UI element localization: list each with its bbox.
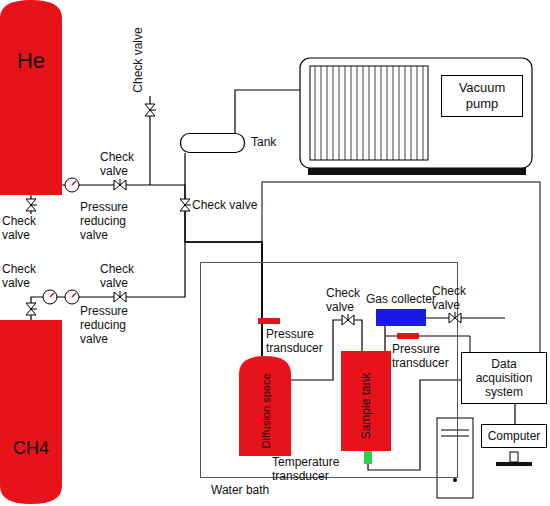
pressure-gauge bbox=[65, 290, 79, 304]
pressure-gauge bbox=[43, 290, 57, 304]
part-label: Check valve bbox=[2, 214, 44, 242]
gas-cylinder-shape bbox=[0, 0, 62, 195]
pump-label: Vacuum pump bbox=[441, 75, 523, 117]
pump-fins bbox=[310, 66, 428, 160]
check-valve bbox=[114, 291, 126, 302]
vacuum-pump: Vacuum pump bbox=[300, 55, 535, 170]
part-label: Check valve bbox=[100, 262, 142, 290]
computer-tower bbox=[437, 418, 473, 498]
part-label: Check valve bbox=[131, 20, 145, 100]
pipe-connector bbox=[235, 90, 300, 133]
tower-slot bbox=[441, 430, 469, 431]
cylinder-label: CH4 bbox=[13, 438, 49, 459]
pipe-connector bbox=[185, 153, 262, 356]
gas-collector-outline bbox=[376, 309, 426, 326]
part-label: Check valve bbox=[326, 286, 366, 314]
gas-cylinder-shape bbox=[0, 320, 62, 504]
process-box: Data acquisition system bbox=[461, 352, 547, 404]
box-label: Data acquisition system bbox=[465, 357, 543, 399]
pipe-connector bbox=[62, 185, 262, 356]
pressure-transducer bbox=[397, 333, 419, 339]
check-valve bbox=[180, 199, 191, 211]
gas-collector: Gas collecter bbox=[376, 309, 426, 326]
gas-collector-shape bbox=[376, 309, 426, 326]
tower-slot bbox=[441, 436, 469, 437]
check-valve bbox=[26, 199, 37, 211]
diffusion-vessel-shape bbox=[239, 356, 291, 456]
process-box: Computer bbox=[481, 424, 547, 448]
buffer-tank: Tank bbox=[180, 133, 245, 153]
buffer-tank-shape bbox=[181, 134, 245, 153]
part-label: Check valve bbox=[432, 284, 474, 312]
pipe-connector bbox=[31, 242, 262, 356]
pump-base bbox=[308, 168, 526, 175]
part-label: Pressure transducer bbox=[392, 342, 454, 370]
signal-wire bbox=[262, 182, 540, 352]
sensor-stub bbox=[385, 336, 397, 337]
monitor-base bbox=[496, 462, 532, 466]
pipe-connector bbox=[384, 326, 385, 351]
sample-tank: Sample tank bbox=[341, 351, 391, 451]
part-label: Pressure reducing valve bbox=[80, 304, 142, 346]
monitor-stand bbox=[510, 452, 518, 462]
pressure-transducer bbox=[258, 318, 280, 324]
vessel-label: Sample tank bbox=[359, 373, 373, 440]
part-label: Check valve bbox=[100, 150, 142, 178]
check-valve bbox=[342, 314, 354, 325]
gas-cylinder-outline bbox=[0, 320, 62, 504]
sample-tank-shape bbox=[341, 351, 391, 451]
part-label: Check valve bbox=[192, 198, 260, 212]
gas-cylinder: He bbox=[0, 0, 62, 195]
vessel-label: Diffusion space bbox=[259, 373, 271, 448]
part-label: Check valve bbox=[2, 262, 44, 290]
collector-label: Gas collecter bbox=[364, 292, 438, 306]
gas-cylinder-outline bbox=[0, 0, 62, 195]
cylinder-label: He bbox=[17, 48, 45, 74]
temperature-transducer bbox=[364, 449, 372, 464]
gas-cylinder: CH4 bbox=[0, 320, 62, 504]
pressure-gauge bbox=[65, 178, 79, 192]
pump-body bbox=[300, 58, 532, 168]
region-label: Water bath bbox=[211, 483, 269, 497]
part-label: Pressure reducing valve bbox=[80, 200, 142, 242]
tower-button bbox=[453, 478, 457, 482]
buffer-tank-outline bbox=[180, 133, 245, 153]
outlet-pipe bbox=[425, 317, 505, 318]
pipe-connector bbox=[514, 404, 515, 424]
box-label: Computer bbox=[485, 429, 543, 443]
check-valve bbox=[145, 104, 156, 116]
part-label: Pressure transducer bbox=[266, 327, 328, 355]
check-valve bbox=[449, 312, 461, 323]
diffusion-vessel: Diffusion space bbox=[239, 356, 291, 456]
tank-label: Tank bbox=[251, 135, 276, 149]
part-label: Temperature transducer bbox=[272, 455, 352, 483]
check-valve bbox=[26, 303, 37, 315]
check-valve bbox=[114, 179, 126, 190]
